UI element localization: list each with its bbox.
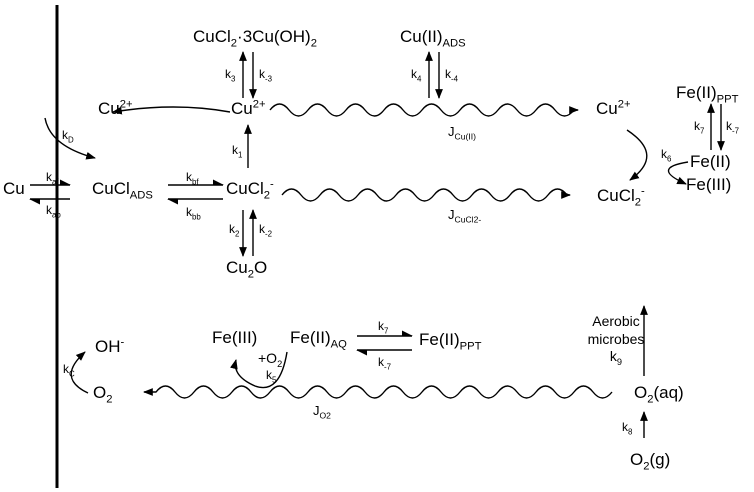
rate-km3: k-3 [259, 67, 273, 84]
rate-k4: k4 [411, 67, 422, 84]
species-fe2-ppt-bottom: Fe(II)PPT [419, 330, 482, 353]
species-fe2-ppt-top: Fe(II)PPT [676, 83, 739, 106]
species-cu-ads: Cu(II)ADS [400, 27, 466, 50]
species-o2-left: O2 [93, 383, 113, 406]
flux-cu2: JCu(II) [448, 124, 476, 142]
arrow-k5 [230, 351, 288, 389]
species-atacamite: CuCl2·3Cu(OH)2 [193, 27, 317, 50]
arrow-kD [44, 117, 96, 160]
flux-cucl2: JCuCl2- [448, 207, 482, 225]
rate-kbf: kbf [186, 170, 199, 187]
species-fe2-aq: Fe(II)AQ [290, 328, 347, 351]
species-o2-plus: +O2 [258, 350, 283, 369]
species-oh: OH- [95, 336, 125, 356]
rate-k7-top: k7 [694, 119, 705, 136]
rate-kaf: kaf [46, 170, 59, 187]
species-fe2-top: Fe(II) [690, 152, 731, 171]
species-cucl2-center: CuCl2- [226, 178, 274, 202]
wavy-flux-o2 [143, 385, 613, 399]
rate-kbb: kbb [186, 205, 201, 222]
rate-km2: k-2 [259, 222, 273, 239]
aerobic-microbes-label: Aerobic microbes k9 [587, 313, 645, 367]
species-cucl2-right: CuCl2- [597, 185, 645, 209]
species-cu2o: Cu2O [226, 258, 268, 281]
wavy-flux-cu2 [269, 103, 579, 117]
arrow-k6 [667, 161, 689, 185]
rate-k6: k6 [661, 147, 672, 164]
species-cu2-right: Cu2+ [596, 98, 631, 118]
rate-km7-top: k-7 [726, 119, 740, 136]
rate-kab: kab [46, 203, 61, 220]
rate-k1: k1 [232, 143, 243, 160]
rate-k7-bottom: k7 [378, 319, 389, 336]
rate-k2: k2 [229, 222, 240, 239]
species-o2-aq: O2(aq) [634, 383, 684, 406]
species-fe3-bottom: Fe(III) [212, 328, 258, 347]
species-cucl-ads: CuClADS [92, 179, 153, 202]
species-cu2-left: Cu2+ [98, 98, 133, 118]
species-fe3-top: Fe(III) [686, 175, 732, 194]
species-cu2-center: Cu2+ [231, 98, 266, 118]
rate-km4: k-4 [445, 67, 459, 84]
rate-k8: k8 [622, 420, 633, 437]
wavy-flux-cucl2 [281, 188, 571, 202]
rate-km7-bottom: k-7 [378, 355, 392, 372]
species-cu: Cu [3, 179, 25, 198]
arrow-cu2-to-cucl2 [626, 129, 648, 181]
species-o2-g: O2(g) [630, 450, 671, 473]
rate-k3: k3 [225, 67, 236, 84]
rate-kC: kC [63, 362, 75, 379]
arrow-cu2-left [112, 106, 231, 115]
arrow-kC [70, 351, 89, 394]
rate-k5: k5 [266, 368, 277, 385]
flux-o2: JO2 [313, 403, 331, 421]
rate-kD: kD [62, 128, 74, 145]
